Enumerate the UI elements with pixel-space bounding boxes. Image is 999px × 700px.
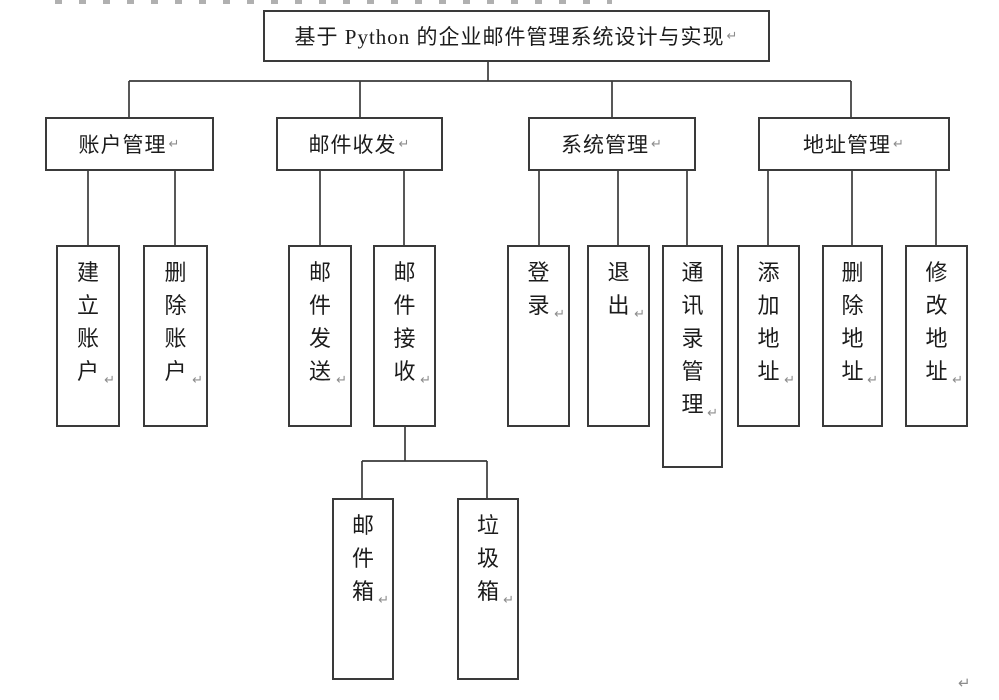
node-logout: 退出↵ — [587, 245, 650, 427]
node-system-management: 系统管理↵ — [528, 117, 696, 171]
paragraph-mark-icon: ↵ — [726, 28, 739, 44]
node-label: 邮件发送↵ — [308, 260, 347, 388]
paragraph-mark-icon: ↵ — [398, 136, 411, 152]
node-label: 建立账户↵ — [76, 260, 115, 388]
paragraph-mark-icon: ↵ — [893, 136, 905, 152]
paragraph-mark-icon: ↵ — [867, 373, 878, 388]
paragraph-mark-icon: ↵ — [952, 373, 963, 388]
node-login: 登录↵ — [507, 245, 570, 427]
paragraph-mark-icon: ↵ — [104, 373, 115, 388]
clipped-text-fragments — [55, 0, 612, 4]
paragraph-mark-icon: ↵ — [958, 674, 971, 692]
paragraph-mark-icon: ↵ — [554, 307, 565, 322]
paragraph-mark-icon: ↵ — [784, 373, 795, 388]
node-label: 系统管理 — [561, 133, 650, 157]
node-contacts-management: 通讯录管理↵ — [662, 245, 723, 468]
node-label: 邮件收发 — [308, 133, 397, 157]
paragraph-mark-icon: ↵ — [503, 593, 514, 608]
paragraph-mark-icon: ↵ — [634, 307, 645, 322]
node-label: 地址管理 — [803, 133, 892, 157]
node-create-account: 建立账户↵ — [56, 245, 120, 427]
node-label: 登录↵ — [527, 260, 565, 322]
paragraph-mark-icon: ↵ — [707, 406, 718, 421]
node-label: 通讯录管理↵ — [681, 260, 718, 421]
node-mailbox: 邮件箱↵ — [332, 498, 394, 680]
node-label: 添加地址↵ — [757, 260, 795, 388]
node-mail-sending: 邮件发送↵ — [288, 245, 352, 427]
node-mail-send-receive: 邮件收发↵ — [276, 117, 443, 171]
paragraph-mark-icon: ↵ — [378, 593, 389, 608]
paragraph-mark-icon: ↵ — [192, 373, 203, 388]
paragraph-mark-icon: ↵ — [651, 136, 663, 152]
node-label: 删除地址↵ — [841, 260, 878, 388]
node-add-address: 添加地址↵ — [737, 245, 800, 427]
node-label: 垃圾箱↵ — [476, 513, 514, 608]
paragraph-mark-icon: ↵ — [336, 373, 347, 388]
node-account-management: 账户管理↵ — [45, 117, 214, 171]
paragraph-mark-icon: ↵ — [168, 136, 181, 152]
node-label: 基于 Python 的企业邮件管理系统设计与实现 — [294, 25, 725, 49]
node-label: 账户管理 — [78, 133, 167, 157]
node-trash-box: 垃圾箱↵ — [457, 498, 519, 680]
node-label: 邮件接收↵ — [393, 260, 431, 388]
node-label: 退出↵ — [607, 260, 645, 322]
node-modify-address: 修改地址↵ — [905, 245, 968, 427]
node-delete-account: 删除账户↵ — [143, 245, 208, 427]
node-address-management: 地址管理↵ — [758, 117, 950, 171]
node-label: 邮件箱↵ — [351, 513, 389, 608]
node-title: 基于 Python 的企业邮件管理系统设计与实现↵ — [263, 10, 770, 62]
node-delete-address: 删除地址↵ — [822, 245, 883, 427]
node-label: 删除账户↵ — [164, 260, 203, 388]
paragraph-mark-icon: ↵ — [420, 373, 431, 388]
node-label: 修改地址↵ — [925, 260, 963, 388]
node-mail-receiving: 邮件接收↵ — [373, 245, 436, 427]
